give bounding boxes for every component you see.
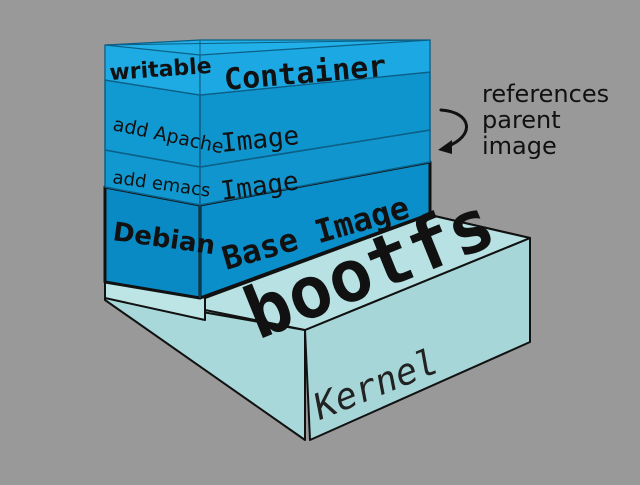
container-layer xyxy=(104,39,431,298)
annotation: references parent image xyxy=(438,80,609,160)
annotation-line-2: parent xyxy=(482,106,561,134)
container-top-edge xyxy=(104,39,431,46)
base-layer xyxy=(103,160,432,300)
annotation-line-3: image xyxy=(482,132,557,160)
annotation-line-1: references xyxy=(482,80,609,108)
curved-arrow-icon xyxy=(438,108,468,154)
